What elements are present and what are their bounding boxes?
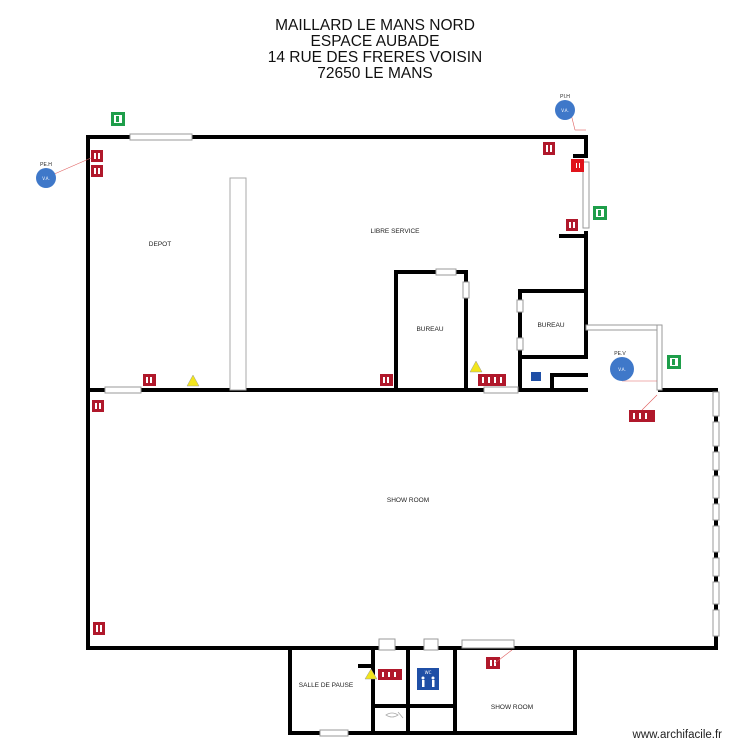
svg-text:V.A.: V.A. (618, 367, 625, 372)
walls (86, 135, 718, 735)
fire-extinguisher-icon (629, 410, 655, 422)
windows-and-doors (104, 133, 720, 737)
plan-title: MAILLARD LE MANS NORD ESPACE AUBADE 14 R… (0, 18, 750, 82)
svg-text:V.A.: V.A. (561, 108, 568, 113)
fire-extinguisher-icon (92, 400, 104, 412)
electrical-hazard-icon (469, 360, 483, 373)
warning-signs (186, 360, 483, 680)
room-label-bureau-1: BUREAU (416, 326, 443, 333)
plan-markers: V.A. PE.H V.A. PI.H V.A. PE.V (36, 94, 634, 381)
marker-pe-v: V.A. PE.V (610, 351, 634, 381)
panel-box-icon (531, 372, 541, 381)
fire-extinguisher-icon (486, 657, 500, 669)
extinguisher-details (94, 145, 647, 677)
emergency-exits (111, 112, 681, 369)
wc-sign-label: WC (425, 670, 432, 675)
emergency-exit-icon (667, 355, 681, 369)
title-street: 14 RUE DES FRERES VOISIN (267, 49, 483, 66)
room-label-salle-de-pause: SALLE DE PAUSE (299, 682, 354, 689)
title-site: ESPACE AUBADE (310, 33, 440, 50)
room-label-libre-service: LIBRE SERVICE (370, 228, 420, 235)
electrical-hazard-icon (364, 668, 378, 680)
fire-extinguisher-icon (566, 219, 578, 231)
alarm-box-icon (571, 159, 584, 172)
marker-pe-h: V.A. PE.H (36, 162, 56, 188)
title-company: MAILLARD LE MANS NORD (275, 17, 475, 34)
fire-extinguisher-icon (478, 374, 506, 386)
emergency-exit-icon (111, 112, 125, 126)
marker-pe-v-label: PE.V (614, 351, 626, 357)
electrical-hazard-icon (186, 374, 200, 387)
room-label-bureau-2: BUREAU (537, 322, 564, 329)
watermark: www.archifacile.fr (632, 729, 722, 741)
title-city: 72650 LE MANS (317, 65, 433, 82)
room-label-show-room-small: SHOW ROOM (491, 704, 533, 711)
connector-lines (51, 109, 658, 664)
fire-extinguisher-icon (91, 150, 103, 177)
room-label-show-room: SHOW ROOM (387, 497, 429, 504)
fire-extinguisher-icon (93, 622, 105, 635)
room-label-depot: DEPOT (149, 241, 171, 248)
fire-extinguisher-icon (543, 142, 555, 155)
svg-text:V.A.: V.A. (42, 176, 49, 181)
fire-extinguisher-icon (143, 374, 156, 386)
marker-pi-h-label: PI.H (560, 94, 570, 100)
marker-pe-h-label: PE.H (40, 162, 52, 168)
emergency-exit-icon (593, 206, 607, 220)
marker-pi-h: V.A. PI.H (555, 94, 575, 120)
wc-sign: WC (417, 668, 439, 690)
ventilation-icon (385, 711, 404, 719)
room-labels: DEPOT LIBRE SERVICE BUREAU BUREAU SHOW R… (149, 228, 565, 711)
fire-extinguisher-icon (380, 374, 393, 386)
